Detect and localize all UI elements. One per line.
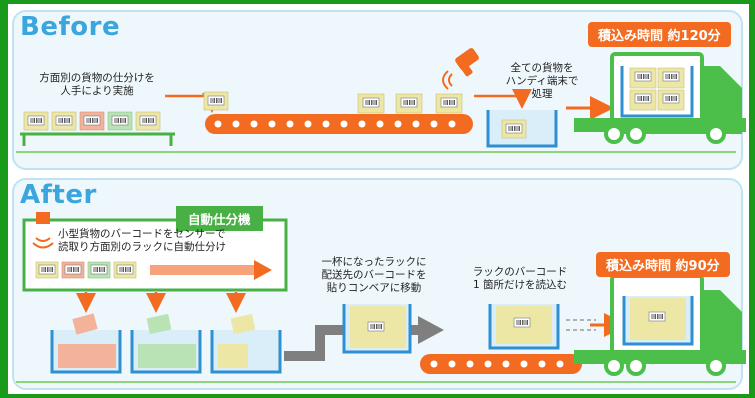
truck-rack [620,66,694,118]
rack-beige [210,313,282,374]
before-heading: Before [20,12,121,42]
sensor-note: 小型貨物のバーコードをセンサーで 読取り方面別のラックに自動仕分け [58,228,226,253]
after-conveyor [420,354,582,374]
full-rack-note: 一杯になったラックに 配送先のバーコードを 貼りコンベアに移動 [321,256,427,294]
manual-shelf [20,132,175,146]
full-rack [342,304,412,354]
handy-note: 全ての貨物を ハンディ端末で 処理 [505,62,579,100]
manual-parcels [23,111,161,131]
after-heading: After [20,180,97,210]
before-conveyor [205,114,473,134]
after-truck-rack [622,296,694,346]
to-tray-arrow [474,89,532,109]
manual-sort-note: 方面別の貨物の仕分けを 人手により実施 [39,72,155,97]
conveyor-rack [488,304,560,350]
rack-pink [50,313,122,374]
rack-mint [130,313,202,374]
after-loading-time-badge: 積込み時間 約90分 [596,252,730,277]
auto-sorter-frame [22,218,288,292]
sensor-icon [32,212,54,249]
before-loading-time-badge: 積込み時間 約120分 [588,22,731,47]
read-once-note: ラックのバーコード 1 箇所だけを読込む [472,266,568,291]
scan-lines [566,319,596,331]
handy-scanner-icon [442,48,479,90]
auto-sorter-label: 自動仕分機 [176,206,263,231]
